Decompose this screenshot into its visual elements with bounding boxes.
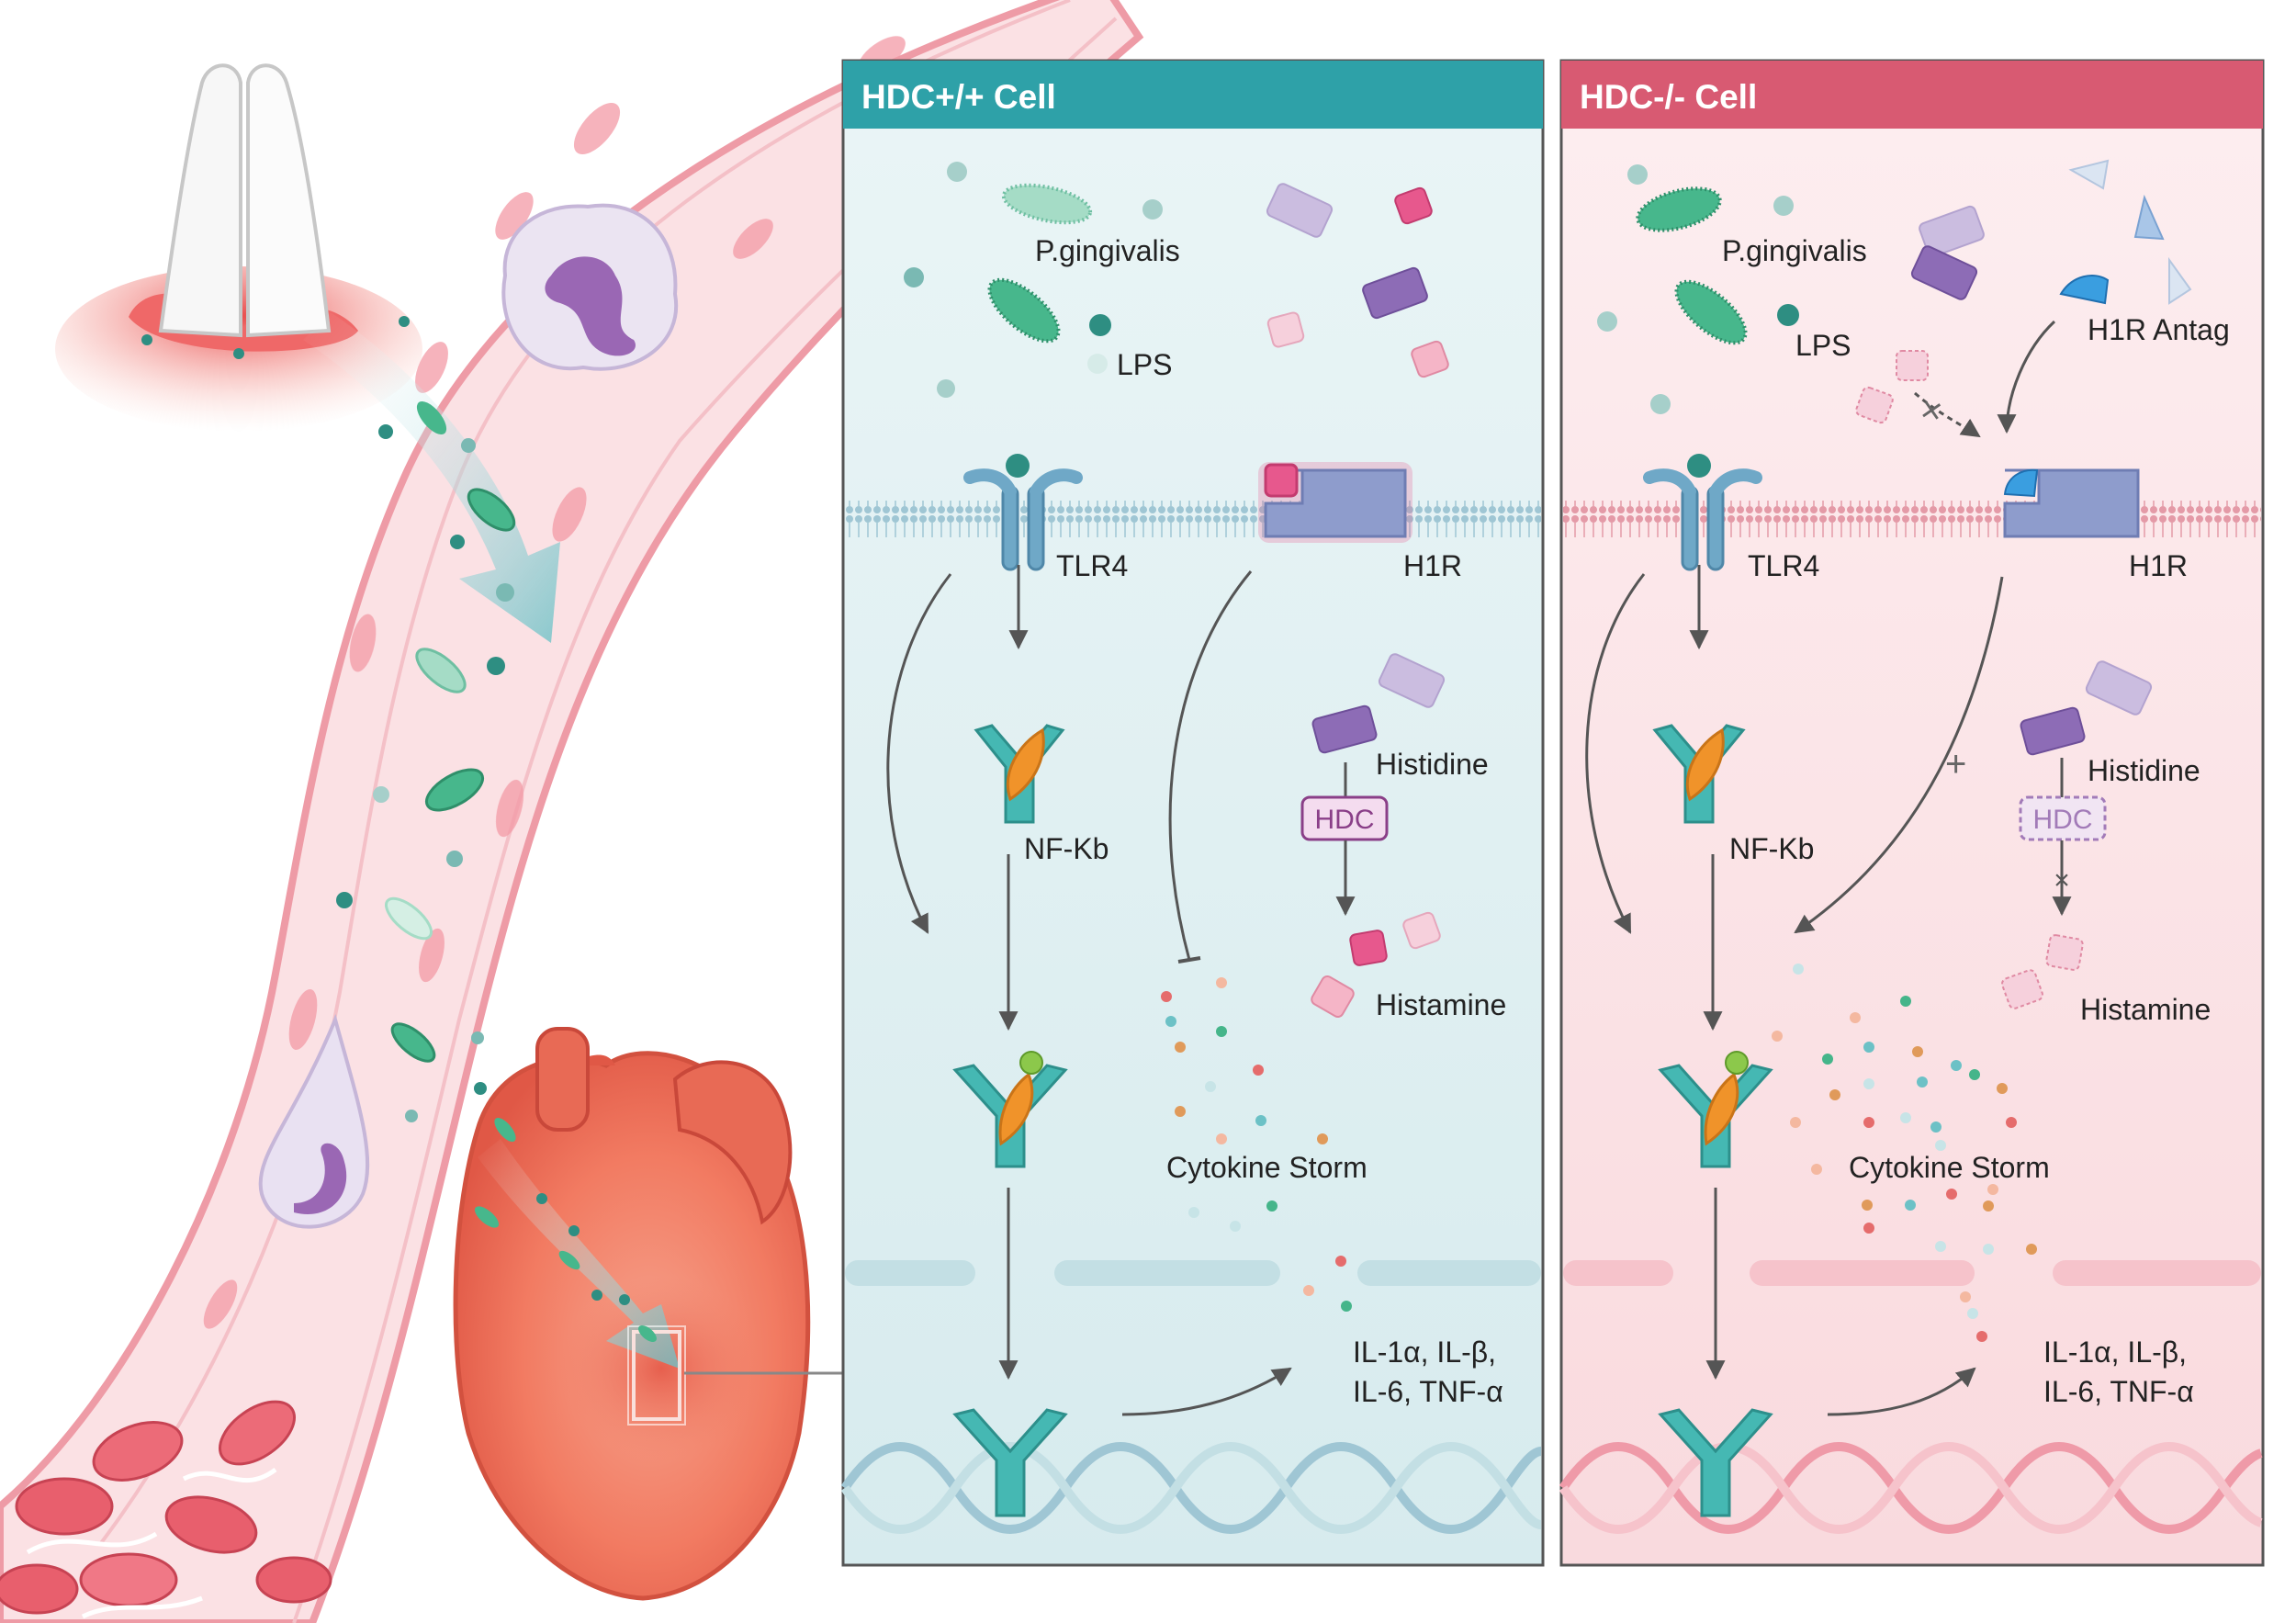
ko-histamine-label: Histamine bbox=[2080, 993, 2211, 1026]
panel-knockout-title: HDC-/- Cell bbox=[1580, 78, 1757, 116]
wt-cytokine-dots bbox=[1161, 977, 1352, 1312]
wt-transcription-arrow bbox=[1121, 1367, 1292, 1416]
ko-tlr4-label: TLR4 bbox=[1748, 549, 1819, 582]
ko-bacteria-label: P.gingivalis bbox=[1722, 234, 1867, 267]
dna-icon bbox=[840, 1442, 1542, 1534]
wt-storm-label: Cytokine Storm bbox=[1166, 1151, 1367, 1184]
antibody-icon bbox=[974, 724, 1065, 824]
panel-knockout: HDC-/- Cell P.gingivalis LPS H1R Antag bbox=[1559, 59, 2265, 1567]
ko-tlr4-arrow bbox=[1585, 573, 1646, 934]
panel-knockout-header bbox=[1561, 61, 2263, 129]
ko-cell-membrane bbox=[1563, 501, 2261, 537]
panel-wildtype-header bbox=[843, 61, 1543, 129]
antibody-icon bbox=[952, 1408, 1068, 1517]
ko-hdc-label: HDC bbox=[2033, 805, 2093, 835]
wt-cytokines-line1: IL-1α, IL-β, bbox=[1353, 1336, 1496, 1369]
heart-bacteria bbox=[474, 1117, 657, 1342]
ko-cytokines-line1: IL-1α, IL-β, bbox=[2043, 1336, 2187, 1369]
wt-cell-membrane bbox=[845, 501, 1541, 537]
neutrophil-icon bbox=[501, 203, 679, 371]
ko-transcription-arrow bbox=[1827, 1367, 1976, 1416]
flow-arrow bbox=[303, 312, 560, 643]
antibody-icon bbox=[1652, 724, 1746, 824]
ko-histidine-label: Histidine bbox=[2088, 754, 2200, 787]
ko-h1r-label: H1R bbox=[2129, 549, 2188, 582]
ko-antagonist-arrow bbox=[1997, 320, 2056, 434]
antibody-icon bbox=[1658, 1051, 1773, 1168]
wt-histamine-molecules bbox=[1311, 911, 1441, 1019]
ko-hdc-block-mark: × bbox=[2054, 865, 2070, 896]
ko-blocked-arrow bbox=[1914, 391, 1981, 438]
wt-inhibit-bar bbox=[1177, 956, 1201, 964]
ko-blocked-histamine bbox=[1855, 350, 1929, 424]
ko-lps-particles bbox=[1597, 164, 1799, 414]
h1r-receptor bbox=[2003, 468, 2140, 538]
bacteria-icon bbox=[385, 400, 516, 1145]
wt-lps-particles bbox=[904, 162, 1163, 398]
ko-cytokines-line2: IL-6, TNF-α bbox=[2043, 1375, 2194, 1408]
wt-histidine-label: Histidine bbox=[1376, 748, 1489, 781]
ko-nuclear-membrane bbox=[1563, 1260, 2261, 1286]
ko-molecules bbox=[1910, 205, 1985, 300]
wt-cytokines-line2: IL-6, TNF-α bbox=[1353, 1375, 1503, 1408]
ko-storm-label: Cytokine Storm bbox=[1849, 1151, 2050, 1184]
wt-h1r-label: H1R bbox=[1403, 549, 1462, 582]
ko-plus-sign: + bbox=[1945, 744, 1966, 784]
tissue-highlight-box bbox=[632, 1330, 681, 1421]
receptor-icon bbox=[1643, 454, 1762, 571]
h1r-receptor bbox=[1258, 462, 1412, 543]
wt-nfkb-label: NF-Kb bbox=[1024, 832, 1109, 865]
wt-bacteria-label: P.gingivalis bbox=[1035, 234, 1180, 267]
ko-nfkb-label: NF-Kb bbox=[1729, 832, 1814, 865]
wt-lps-label: LPS bbox=[1117, 348, 1172, 381]
panel-wildtype: HDC+/+ Cell P.gingivalis LPS bbox=[840, 59, 1545, 1567]
wt-histamine-label: Histamine bbox=[1376, 988, 1506, 1021]
migrating-leukocyte bbox=[258, 1013, 370, 1229]
wt-hdc-enzyme bbox=[1300, 795, 1389, 841]
wt-histidine-molecules bbox=[1311, 653, 1446, 754]
ko-histamine-absent bbox=[2001, 934, 2084, 1009]
ko-lps-label: LPS bbox=[1795, 329, 1851, 362]
ko-antagonist-label: H1R Antag bbox=[2088, 313, 2230, 346]
wt-hdc-label: HDC bbox=[1315, 805, 1375, 835]
wt-h1r-inhibit bbox=[1168, 570, 1253, 961]
wt-tlr4-arrow bbox=[886, 573, 952, 934]
endothelial-cells bbox=[203, 36, 906, 1329]
tooth-icon bbox=[55, 63, 422, 432]
antibody-icon bbox=[1658, 1408, 1773, 1517]
ko-hdc-enzyme bbox=[2019, 795, 2107, 841]
antagonist-icon bbox=[2059, 159, 2192, 305]
receptor-icon bbox=[963, 454, 1083, 571]
antibody-icon bbox=[952, 1051, 1068, 1168]
wt-tlr4-label: TLR4 bbox=[1056, 549, 1128, 582]
ko-histidine-molecules bbox=[2020, 660, 2153, 756]
wt-molecules bbox=[1266, 183, 1449, 378]
wt-nuclear-membrane bbox=[845, 1260, 1541, 1286]
lps-particles bbox=[141, 316, 514, 1122]
dna-icon bbox=[1559, 1442, 2263, 1534]
ko-cytokine-dots bbox=[1772, 964, 2037, 1342]
red-blood-cell-icon bbox=[0, 1400, 332, 1619]
panel-wildtype-title: HDC+/+ Cell bbox=[861, 78, 1056, 116]
bacteria-icon bbox=[987, 183, 1093, 344]
heart-icon bbox=[453, 1027, 811, 1601]
bacteria-icon bbox=[1636, 186, 1748, 345]
ko-h1r-arrow bbox=[1794, 576, 2004, 934]
